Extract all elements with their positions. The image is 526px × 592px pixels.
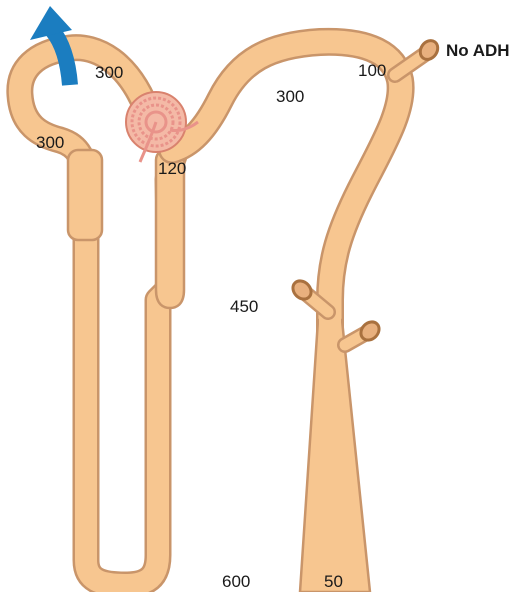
label-cortex-top: 300: [95, 64, 123, 81]
proximal-straight-tubule: [68, 150, 102, 240]
label-distal-start: 120: [158, 160, 186, 177]
label-collecting-top: 100: [358, 62, 386, 79]
label-interstitial-bottom: 600: [222, 573, 250, 590]
distal-tubule-and-collecting-duct: [172, 42, 401, 592]
label-interstitial-mid: 450: [230, 298, 258, 315]
label-cortex-left: 300: [36, 134, 64, 151]
label-condition: No ADH: [446, 42, 510, 59]
label-urine: 50: [324, 573, 343, 590]
label-distal-top: 300: [276, 88, 304, 105]
